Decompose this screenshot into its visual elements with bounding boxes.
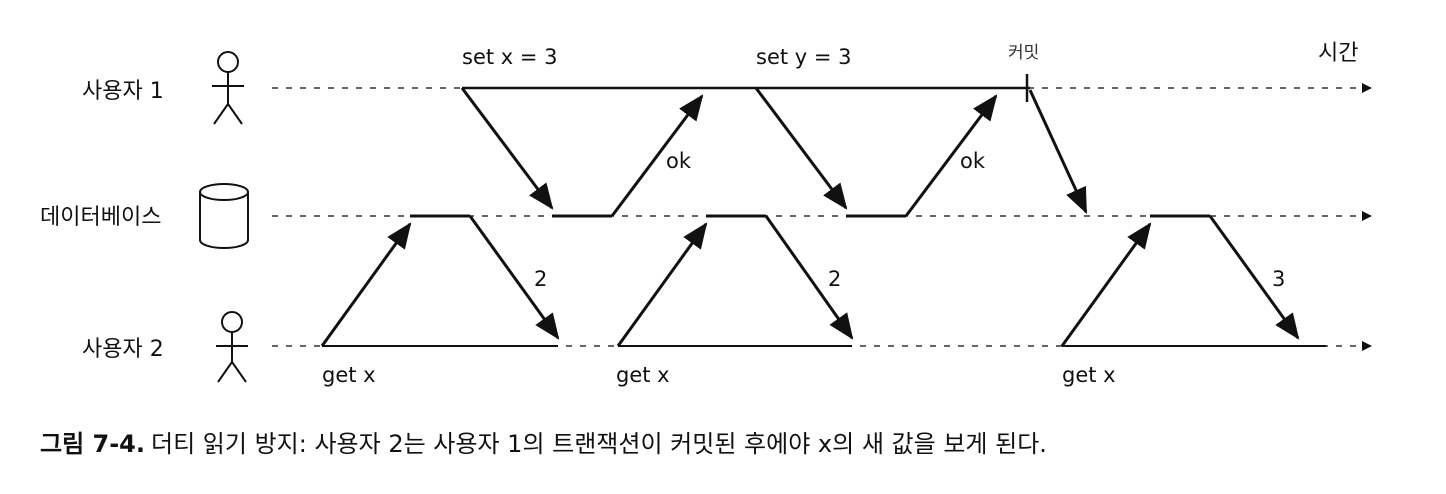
set-x-label: set x = 3 [462, 45, 558, 69]
user2-label: 사용자 2 [82, 337, 164, 362]
figure-caption: 그림 7-4.더티 읽기 방지: 사용자 2는 사용자 1의 트랜잭션이 커밋된… [40, 424, 1420, 459]
commit-arrow [1028, 89, 1088, 214]
ok-label-2: ok [960, 149, 986, 173]
ok-label-1: ok [666, 149, 692, 173]
set-x-request-arrow [460, 87, 554, 210]
get-x-label-3: get x [1062, 363, 1116, 387]
get-x-3-response-arrow [1208, 215, 1300, 340]
value-label-1: 2 [534, 267, 547, 291]
timeline-arrowheads [1362, 83, 1372, 351]
user1-messages [460, 87, 1088, 218]
database-label: 데이터베이스 [40, 205, 161, 230]
user2-messages [320, 214, 1326, 347]
get-x-label-2: get x [616, 363, 670, 387]
set-y-request-arrow [754, 87, 848, 210]
user1-label: 사용자 1 [82, 79, 164, 104]
user2-person-icon [216, 311, 248, 383]
get-x-1-request-arrow [320, 222, 412, 347]
set-y-ok-arrow [904, 94, 998, 217]
user1-person-icon [212, 51, 244, 125]
get-x-1-response-arrow [468, 215, 560, 340]
set-x-ok-arrow [610, 94, 704, 217]
value-label-2: 2 [828, 267, 841, 291]
figure-caption-text: 더티 읽기 방지: 사용자 2는 사용자 1의 트랜잭션이 커밋된 후에야 x의… [151, 430, 1047, 458]
get-x-2-request-arrow [616, 222, 708, 347]
commit-label: 커밋 [1008, 43, 1039, 63]
database-icon [199, 183, 249, 249]
value-label-3: 3 [1272, 267, 1285, 291]
get-x-3-request-arrow [1060, 222, 1152, 347]
set-y-label: set y = 3 [756, 45, 852, 69]
time-label: 시간 [1318, 41, 1358, 66]
get-x-label-1: get x [322, 363, 376, 387]
figure-number: 그림 7-4. [40, 430, 145, 458]
get-x-2-response-arrow [764, 215, 854, 340]
